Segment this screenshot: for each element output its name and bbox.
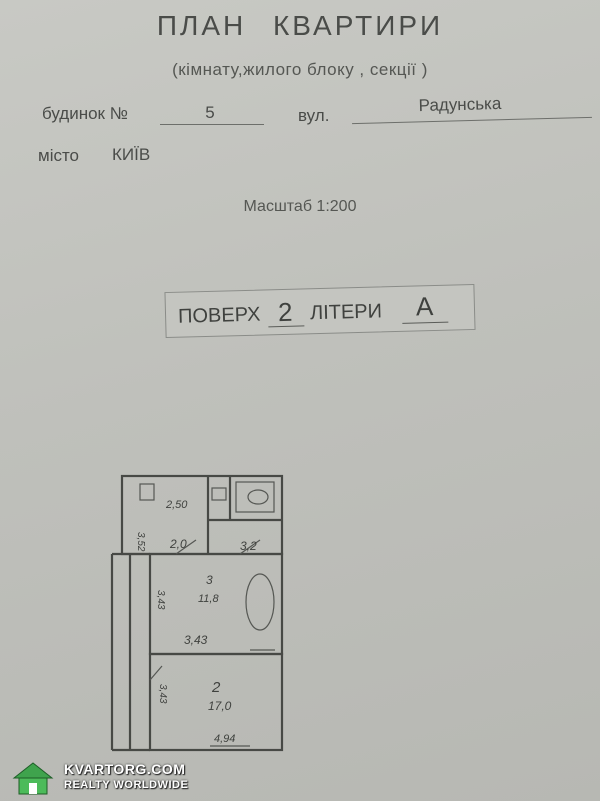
apartment-floor-plan: 2,50 3,52 2,0 3,2 3 11,8 3,43 3,43 2 17,… xyxy=(110,474,284,752)
street-value: Радунська xyxy=(418,93,502,116)
scale-text: Масштаб 1:200 xyxy=(243,198,357,215)
room-2-bottom-dim: 4,94 xyxy=(214,733,235,745)
floor-value: 2 xyxy=(277,296,293,328)
toilet-room-icon xyxy=(235,481,275,513)
round-stove-icon xyxy=(245,573,275,631)
dim-left-lower: 3,43 xyxy=(157,684,168,704)
city-value: КИЇВ xyxy=(112,145,151,164)
kvartorg-watermark: KVARTORG.COM REALTY WORLDWIDE xyxy=(8,760,198,796)
toilet-icon xyxy=(247,489,269,505)
floor-letter-box: ПОВЕРХ 2 ЛІТЕРИ А xyxy=(164,283,476,339)
letter-value: А xyxy=(415,291,434,322)
watermark-brand: KVARTORG.COM xyxy=(64,761,186,777)
building-label: будинок № xyxy=(42,104,128,123)
house-logo-icon xyxy=(12,762,54,795)
bath-fixture-icon xyxy=(139,483,155,501)
room-area-1: 2,0 xyxy=(169,537,187,551)
room-area-2: 3,2 xyxy=(240,539,257,553)
dim-top-room-side: 3,52 xyxy=(135,532,146,552)
dim-left-upper: 3,43 xyxy=(155,590,166,610)
sink-icon xyxy=(211,487,227,501)
room-3-bottom-dim: 3,43 xyxy=(184,633,208,647)
watermark-tagline: REALTY WORLDWIDE xyxy=(64,779,189,791)
street-label: вул. xyxy=(298,106,330,125)
document-title: ПЛАН КВАРТИРИ xyxy=(156,10,444,41)
room-3-number: 3 xyxy=(206,573,213,587)
dim-top-room-width: 2,50 xyxy=(165,499,188,511)
letter-underline xyxy=(402,321,449,324)
letter-label: ЛІТЕРИ xyxy=(309,300,383,325)
building-number: 5 xyxy=(205,103,215,122)
room-3-area: 11,8 xyxy=(198,593,219,605)
building-underline xyxy=(160,124,264,125)
floor-label: ПОВЕРХ xyxy=(177,303,261,328)
street-underline xyxy=(352,116,592,125)
city-label: місто xyxy=(38,146,80,165)
document-subtitle: (кімнату,жилого блоку , секції ) xyxy=(172,60,428,79)
plan-room-2 xyxy=(148,652,284,752)
room-2-area: 17,0 xyxy=(208,699,232,713)
room-2-number: 2 xyxy=(211,679,221,696)
